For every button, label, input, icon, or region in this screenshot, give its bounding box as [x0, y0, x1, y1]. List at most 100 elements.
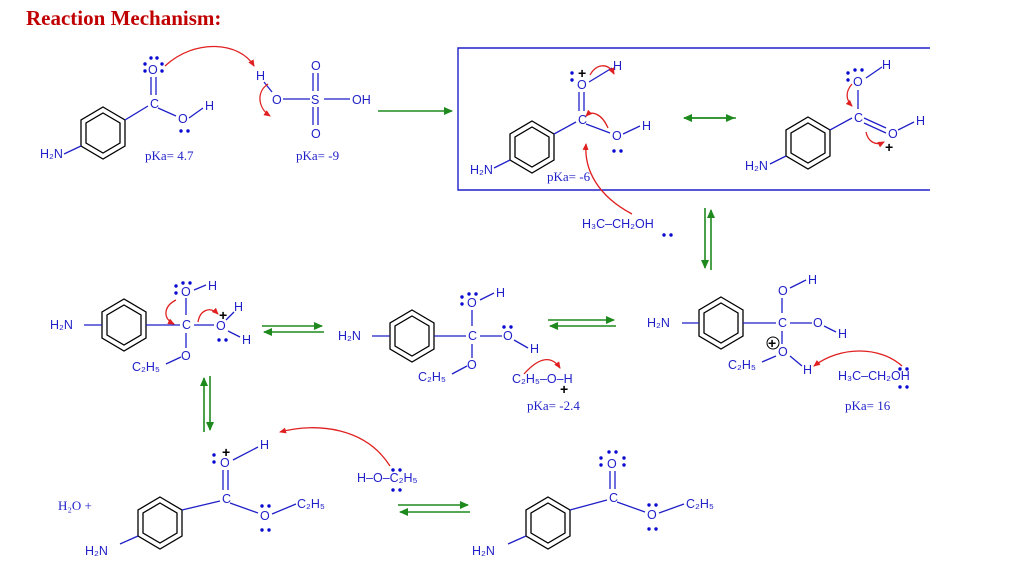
sulfate-oxygen: O: [272, 93, 282, 107]
central-carbon: C: [182, 318, 191, 332]
resonance-form: H₂N C O H O H +: [745, 58, 925, 173]
ethyl-group: C₂H₅: [132, 360, 160, 374]
amino-group: H₂N: [470, 163, 493, 177]
positive-charge: +: [768, 335, 776, 351]
positive-charge: +: [560, 381, 568, 397]
hydroxyl-hydrogen: H: [838, 327, 847, 341]
electron-arrow: [865, 131, 885, 148]
hydroxyl-oxygen: O: [178, 112, 188, 126]
electron-arrow: [813, 350, 903, 367]
carbonyl-carbon: C: [150, 97, 159, 111]
sulfuric-acid: H O S O O OH pKa= -9: [256, 59, 371, 163]
electron-arrow: [582, 143, 633, 215]
amino-group: H₂N: [745, 159, 768, 173]
ester-oxygen: O: [260, 509, 270, 523]
electron-arrow: [259, 83, 271, 117]
ethyl-group: C₂H₅: [297, 497, 325, 511]
carbonyl-oxygen: O: [148, 63, 158, 77]
positive-charge: +: [578, 65, 586, 81]
electron-arrow: [589, 65, 615, 76]
electron-arrow: [164, 45, 255, 67]
hydroxyl-hydrogen: H: [808, 273, 817, 287]
aminobenzoic-acid: H₂N C O O H pKa= 4.7: [40, 56, 214, 163]
water-byproduct: H₂O +: [58, 498, 92, 513]
oxonium-hydrogen: H: [242, 333, 251, 347]
hydroxyl-hydrogen: H: [208, 279, 217, 293]
sulfate-oxygen: O: [311, 59, 321, 73]
hydroxyl-oxygen: O: [181, 285, 191, 299]
electron-arrow: [845, 83, 853, 107]
ethyl-group: C₂H₅: [728, 358, 756, 372]
amino-group: H₂N: [472, 544, 495, 558]
electron-arrow: [197, 307, 219, 323]
electron-arrow: [165, 299, 177, 325]
ethanol-base: H–O–C₂H₅: [357, 471, 418, 485]
ether-oxygen: O: [181, 349, 191, 363]
protonated-tetrahedral: H₂N C O H O + H H O C₂H₅: [50, 279, 251, 374]
resonance-box: [457, 47, 930, 191]
positive-charge: +: [219, 307, 227, 323]
amino-group: H₂N: [50, 318, 73, 332]
hydroxyl-hydrogen: H: [530, 342, 539, 356]
neutral-tetrahedral: H₂N C O H O H O C₂H₅: [338, 286, 539, 384]
hydroxyl-oxygen: O: [813, 316, 823, 330]
ethyl-group: C₂H₅: [418, 370, 446, 384]
carbonyl-carbon: C: [609, 491, 618, 505]
protonated-acid: H₂N C O + H O H pKa= -6: [470, 59, 651, 184]
pka-label: pKa= 16: [845, 398, 891, 413]
oxonium-oxygen: O: [220, 456, 230, 470]
ethyl-group: C₂H₅: [686, 497, 714, 511]
hydroxyl-hydrogen: H: [205, 99, 214, 113]
oxonium-oxygen: O: [778, 345, 788, 359]
central-carbon: C: [468, 329, 477, 343]
carbonyl-oxygen: O: [607, 457, 617, 471]
protonated-ethanol: C₂H₅–O–H: [512, 372, 573, 386]
hydroxyl-oxygen: O: [503, 329, 513, 343]
pka-label: pKa= -2.4: [527, 398, 580, 413]
sulfate-oxygen: O: [311, 127, 321, 141]
ester-product: H₂N C O O C₂H₅: [472, 450, 714, 558]
sulfate-hydroxyl: OH: [352, 93, 371, 107]
oxonium-hydrogen: H: [260, 438, 269, 452]
amino-group: H₂N: [85, 544, 108, 558]
oxonium-oxygen: O: [216, 319, 226, 333]
hydroxyl-hydrogen: H: [882, 58, 891, 72]
oxonium-hydrogen: H: [803, 363, 812, 377]
pka-label: pKa= -6: [547, 169, 591, 184]
central-carbon: C: [854, 111, 863, 125]
page-title: Reaction Mechanism:: [26, 6, 222, 30]
carbonyl-carbon: C: [222, 492, 231, 506]
sulfur-atom: S: [311, 93, 319, 107]
ethanol-nucleophile: H₃C–CH₂OH: [582, 217, 654, 231]
acidic-hydrogen: H: [256, 69, 265, 83]
hydroxyl-oxygen: O: [612, 129, 622, 143]
positive-charge: +: [885, 139, 893, 155]
electron-arrow: [523, 359, 561, 375]
oxonium-oxygen: O: [577, 78, 587, 92]
oxonium-hydrogen: H: [916, 114, 925, 128]
tetrahedral-intermediate: H₂N C O H O H O + C₂H₅ H: [647, 273, 847, 377]
central-carbon: C: [778, 316, 787, 330]
ethanol-base: H₃C–CH₂OH: [838, 369, 910, 383]
hydroxyl-hydrogen: H: [642, 119, 651, 133]
oxonium-oxygen: O: [888, 127, 898, 141]
hydroxyl-hydrogen: H: [496, 286, 505, 300]
amino-group: H₂N: [647, 316, 670, 330]
electron-arrow: [585, 109, 609, 129]
ether-oxygen: O: [467, 358, 477, 372]
carbonyl-carbon: C: [578, 113, 587, 127]
protonated-ester: H₂N C O + H O C₂H₅: [85, 438, 325, 558]
added-proton: H: [613, 59, 622, 73]
pka-label: pKa= 4.7: [145, 148, 194, 163]
positive-charge: +: [222, 444, 230, 460]
amino-group: H₂N: [338, 329, 361, 343]
hydroxyl-oxygen: O: [778, 284, 788, 298]
hydroxyl-oxygen: O: [853, 75, 863, 89]
electron-arrow: [279, 427, 391, 467]
hydroxyl-oxygen: O: [467, 296, 477, 310]
oxonium-hydrogen: H: [234, 300, 243, 314]
amino-group: H₂N: [40, 147, 63, 161]
ester-oxygen: O: [647, 508, 657, 522]
pka-label: pKa= -9: [296, 148, 339, 163]
